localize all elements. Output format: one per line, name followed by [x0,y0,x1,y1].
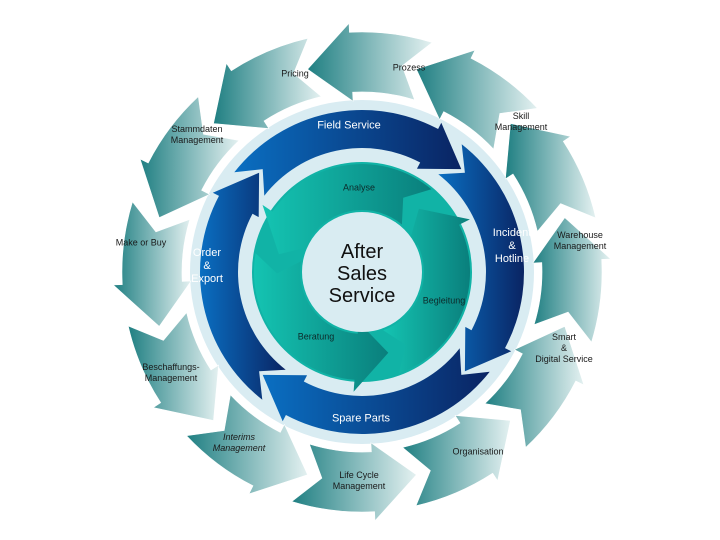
outer-ring-arrow [127,311,219,421]
outer-label-smart-digital-service: Smart & Digital Service [535,331,593,364]
blue-label-field-service: Field Service [317,119,381,132]
outer-ring-arrow [401,415,511,507]
outer-label-pricing: Pricing [281,68,309,79]
teal-label-beratung: Beratung [297,331,335,342]
center-disc [302,212,422,332]
outer-ring-arrow [185,394,309,495]
blue-ring-arrow [234,110,462,196]
center-title: After Sales Service [328,241,396,307]
blue-ring-arrow [438,144,524,372]
outer-label-life-cycle-management: Life Cycle Management [332,470,386,491]
teal-label-analyse: Analyse [342,182,376,193]
blue-ring-arrow [200,172,286,400]
outer-ring-arrow [532,217,612,343]
blue-ring-arrow [262,348,490,434]
teal-label-begleitung: Begleitung [422,295,466,306]
outer-ring-arrow [415,49,539,150]
outer-ring-arrow [139,95,240,219]
teal-ring-arrow [383,208,471,374]
outer-ring-arrow [484,325,585,449]
blue-label-spare-parts: Spare Parts [331,412,391,425]
outer-label-skill-management: Skill Management [494,111,548,132]
teal-ring-arrow [253,253,389,392]
outer-label-warehouse-management: Warehouse Management [553,230,607,251]
blue-label-order-export: Order & Export [191,247,223,286]
outer-label-interims-management: Interims Management [212,432,266,453]
outer-label-make-or-buy: Make or Buy [115,237,167,248]
outer-label-stammdaten-management: Stammdaten Management [170,124,224,145]
outer-label-beschaffungs-management: Beschaffungs- Management [142,362,200,383]
outer-ring-arrow [307,22,433,102]
teal-ring-arrow [262,164,432,255]
blue-label-incident-hotline: Incident & Hotline [492,227,532,266]
outer-ring-arrow [213,37,323,129]
outer-label-organisation: Organisation [452,446,504,457]
outer-label-prozess: Prozess [392,62,426,73]
outer-ring-arrow [112,201,192,327]
outer-ring-arrow [505,123,597,233]
outer-ring-arrow [291,442,417,522]
